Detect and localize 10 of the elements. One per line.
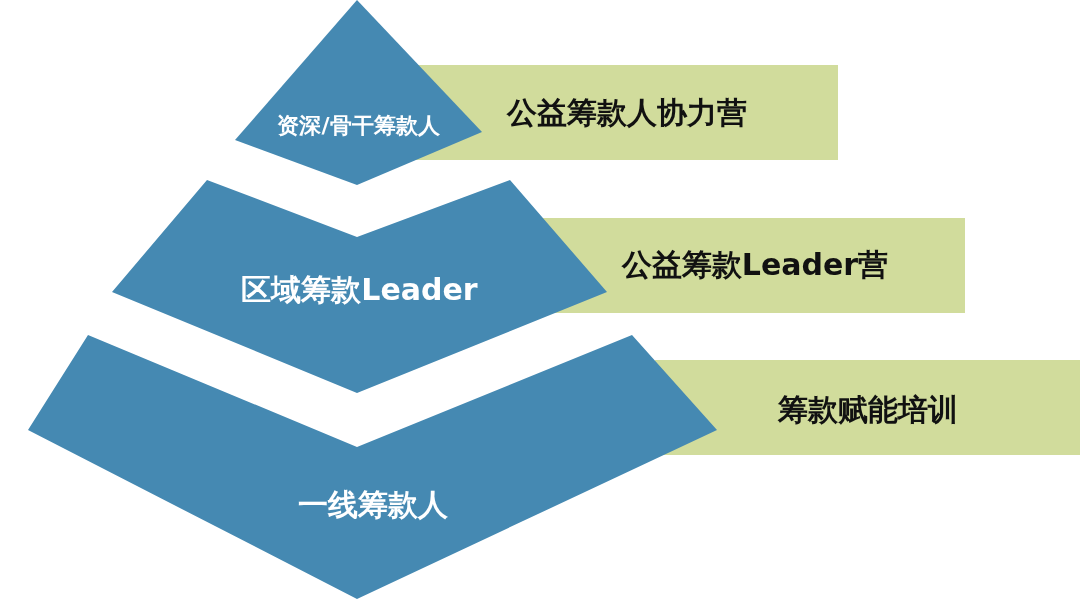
program-label: 公益筹款人协力营 [507, 93, 747, 132]
tier-label: 资深/骨干筹款人 [277, 112, 440, 140]
pyramid-tier [235, 0, 482, 185]
tier-label: 一线筹款人 [297, 485, 448, 524]
pyramid-tier [28, 335, 717, 599]
program-band [540, 218, 965, 313]
program-label: 筹款赋能培训 [778, 390, 958, 429]
program-band [655, 360, 1080, 455]
program-label: 公益筹款Leader营 [621, 245, 889, 284]
tier-label: 区域筹款Leader [241, 270, 478, 309]
